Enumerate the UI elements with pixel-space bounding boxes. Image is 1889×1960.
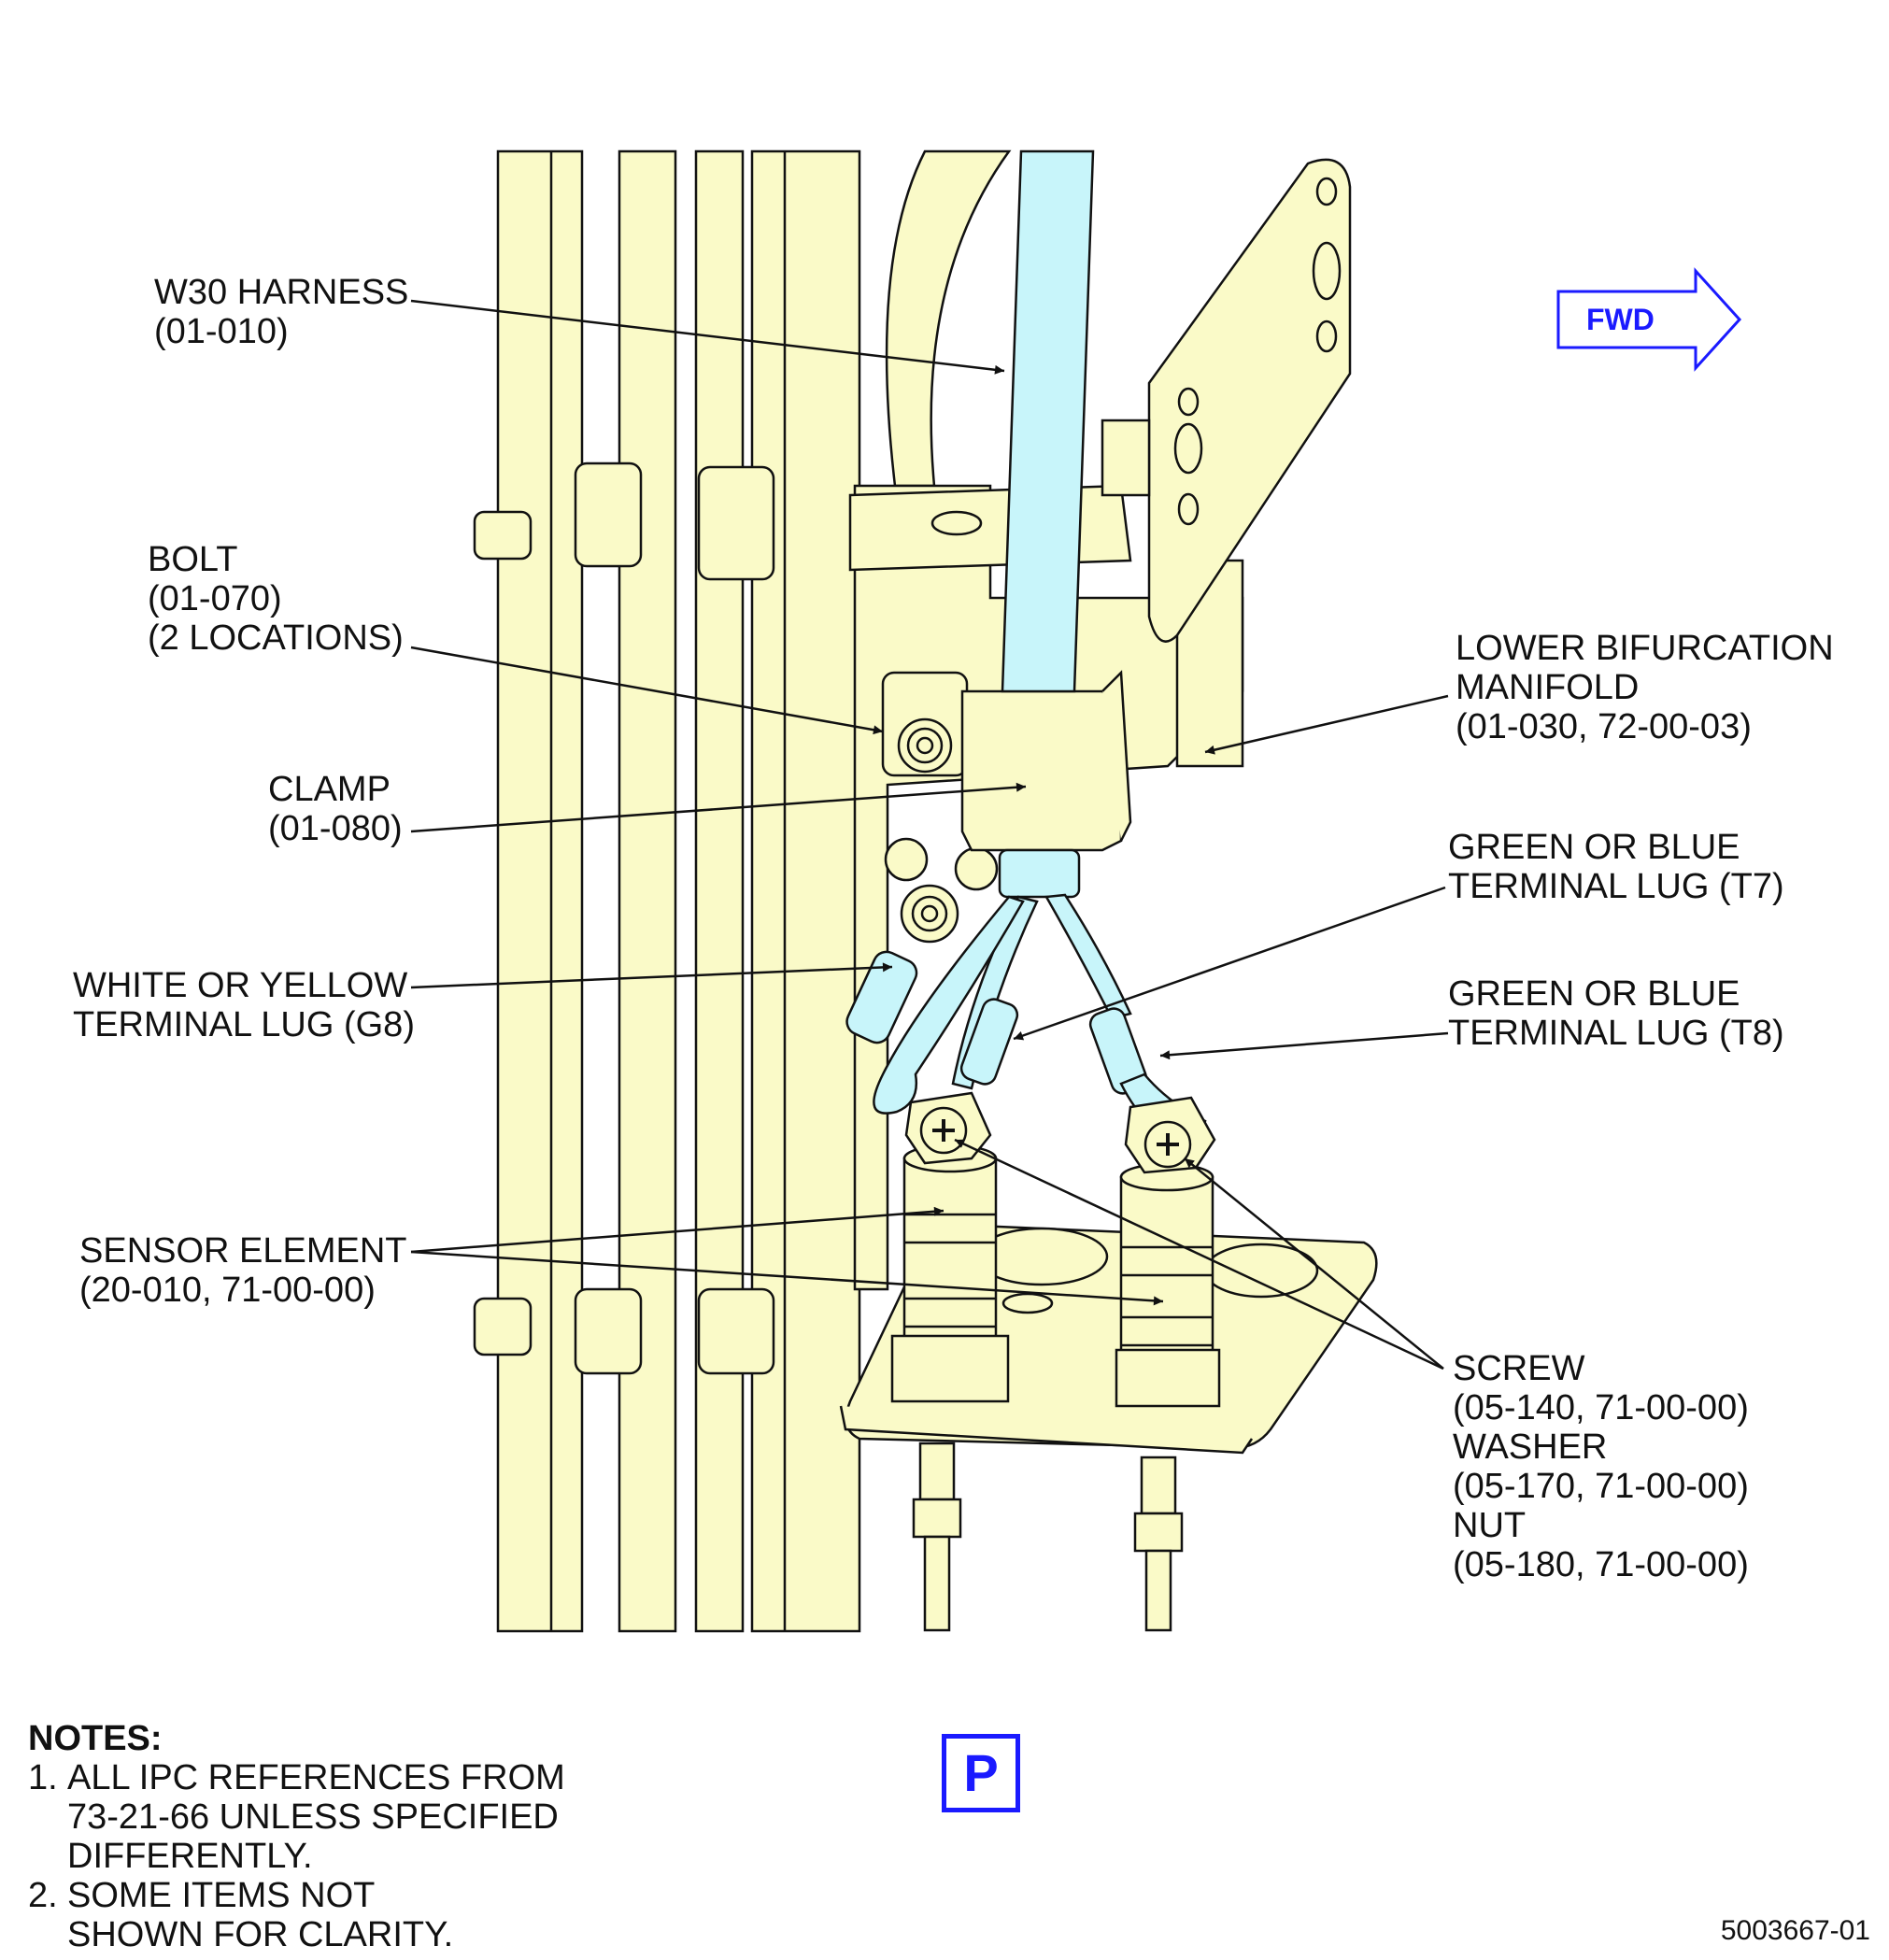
tube-large xyxy=(750,149,861,1633)
rail-mid xyxy=(618,149,677,1633)
fwd-arrow xyxy=(1556,267,1742,372)
bolt-upper xyxy=(881,671,969,777)
lug-g8 xyxy=(845,950,918,1044)
bolt-lower xyxy=(884,837,999,944)
figure-number: 5003667-01 xyxy=(1720,1915,1870,1946)
callout-clamp: CLAMP(01-080) xyxy=(268,770,403,848)
mounting-plate xyxy=(1147,158,1352,643)
rail-left xyxy=(496,149,584,1633)
rail-mid-2 xyxy=(694,149,745,1633)
callout-sensor-element: SENSOR ELEMENT(20-010, 71-00-00) xyxy=(79,1231,407,1310)
sensor-left xyxy=(890,1143,1010,1632)
callout-screw-washer-nut: SCREW(05-140, 71-00-00)WASHER (05-170, 7… xyxy=(1453,1349,1749,1584)
callout-w30-harness: W30 HARNESS(01-010) xyxy=(154,273,409,351)
fwd-label: FWD xyxy=(1586,303,1655,336)
notes-heading: NOTES: xyxy=(28,1719,163,1758)
p-marker: P xyxy=(942,1734,1020,1812)
sensor-right xyxy=(1115,1162,1221,1632)
clamp xyxy=(960,689,1123,852)
screw-right xyxy=(1124,1096,1216,1174)
w30-harness xyxy=(1001,149,1095,693)
lug-t7 xyxy=(959,998,1019,1086)
callout-bolt: BOLT(01-070)(2 LOCATIONS) xyxy=(148,540,404,658)
screw-left xyxy=(904,1091,992,1165)
note-item: 1. ALL IPC REFERENCES FROM 73-21-66 UNLE… xyxy=(28,1758,565,1876)
notes-block: NOTES: 1. ALL IPC REFERENCES FROM 73-21-… xyxy=(28,1719,565,1954)
note-item: 2. SOME ITEMS NOT SHOWN FOR CLARITY. xyxy=(28,1876,454,1954)
